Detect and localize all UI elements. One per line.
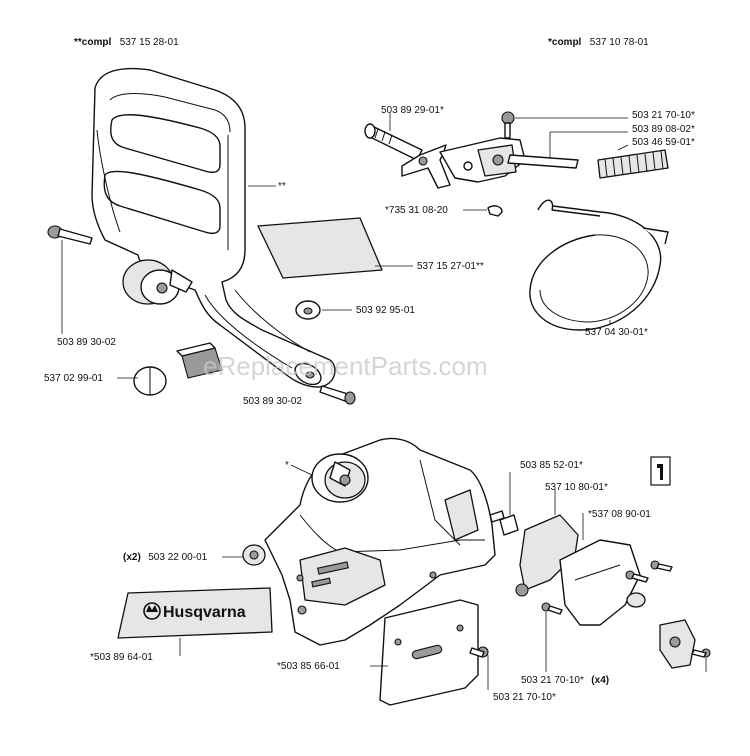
callout-537-15-27-01: 537 15 27-01** [417, 261, 484, 272]
small-screw-1 [625, 570, 649, 583]
callout-537-04-30-01: 537 04 30-01* [585, 327, 648, 338]
callout-503-92-95-01: 503 92 95-01 [356, 305, 415, 316]
screw-top [501, 111, 515, 139]
callout-503-89-30-02-a: 503 89 30-02 [57, 337, 116, 348]
callout-503-85-52-01: 503 85 52-01* [520, 460, 583, 471]
watermark-text: eReplacementParts.com [203, 351, 488, 381]
callout-537-08-90-01: *537 08 90-01 [588, 509, 651, 520]
right-header-prefix: *compl [548, 37, 582, 48]
spring-washer [133, 366, 167, 396]
callout-503-89-64-01: *503 89 64-01 [90, 652, 153, 663]
bushing [295, 300, 321, 320]
callout-503-22-00-01-number: 503 22 00-01 [148, 552, 207, 563]
screw-bottom [319, 385, 356, 405]
brake-rod [507, 154, 579, 169]
guard-decal [257, 217, 383, 279]
callout-537-10-80-01: 537 10 80-01* [545, 482, 608, 493]
husqvarna-decal-text: Husqvarna [163, 604, 246, 621]
cover-nut [242, 544, 266, 566]
left-header-prefix: **compl [74, 37, 111, 48]
brake-band [529, 199, 669, 331]
left-header-number: 537 15 28-01 [120, 37, 179, 48]
callout-x4-suffix: (x4) [591, 675, 609, 686]
chain-catcher-drum [311, 453, 369, 503]
callout-503-21-70-10-x4-number: 503 21 70-10* [521, 675, 584, 686]
screw-left [47, 225, 93, 245]
small-screw-3 [541, 602, 563, 615]
husqvarna-crown-logo-icon [143, 602, 161, 620]
callout-735-31-08-20: *735 31 08-20 [385, 205, 448, 216]
callout-503-89-08-02: 503 89 08-02* [632, 124, 695, 135]
brake-lever-star [401, 144, 451, 189]
hand-guard-part [91, 67, 336, 388]
callout-503-21-70-10-x4: 503 21 70-10* (x4) [521, 670, 609, 687]
right-header-number: 537 10 78-01 [590, 37, 649, 48]
callout-503-21-70-10-top: 503 21 70-10* [632, 110, 695, 121]
callout-503-22-00-01: (x2) 503 22 00-01 [123, 547, 208, 564]
callout-single-star: * [285, 460, 289, 471]
brake-spindle [364, 123, 423, 161]
callout-503-85-66-01: *503 85 66-01 [277, 661, 340, 672]
leader-single-star [290, 464, 313, 476]
small-screw-4 [691, 648, 711, 658]
spring-clip [487, 205, 503, 217]
left-assembly-header: **compl 537 15 28-01 [74, 32, 179, 49]
callout-x2-prefix: (x2) [123, 552, 141, 563]
guard-pivot-hub [122, 259, 193, 305]
brake-linkage [439, 137, 526, 183]
bar-plate [379, 599, 479, 706]
tensioner-block [659, 619, 696, 669]
callout-503-89-29-01: 503 89 29-01* [381, 105, 444, 116]
stud-bolt [489, 510, 519, 536]
callout-503-89-30-02-b: 503 89 30-02 [243, 396, 302, 407]
callout-503-21-70-10-bottom: 503 21 70-10* [493, 692, 556, 703]
callout-537-02-99-01: 537 02 99-01 [44, 373, 103, 384]
leader-503-46-59-01 [617, 144, 629, 151]
husqvarna-decal: Husqvarna [117, 587, 273, 639]
right-assembly-header: *compl 537 10 78-01 [548, 32, 649, 49]
chain-tensioner-tool-icon [650, 456, 671, 486]
plate-screw [469, 646, 489, 658]
small-screw-2 [650, 560, 673, 572]
callout-double-star: ** [278, 181, 286, 192]
chain-guard-plate [559, 539, 646, 626]
callout-503-46-59-01: 503 46 59-01* [632, 137, 695, 148]
brake-spring [597, 149, 669, 179]
rubber-block [176, 342, 223, 379]
